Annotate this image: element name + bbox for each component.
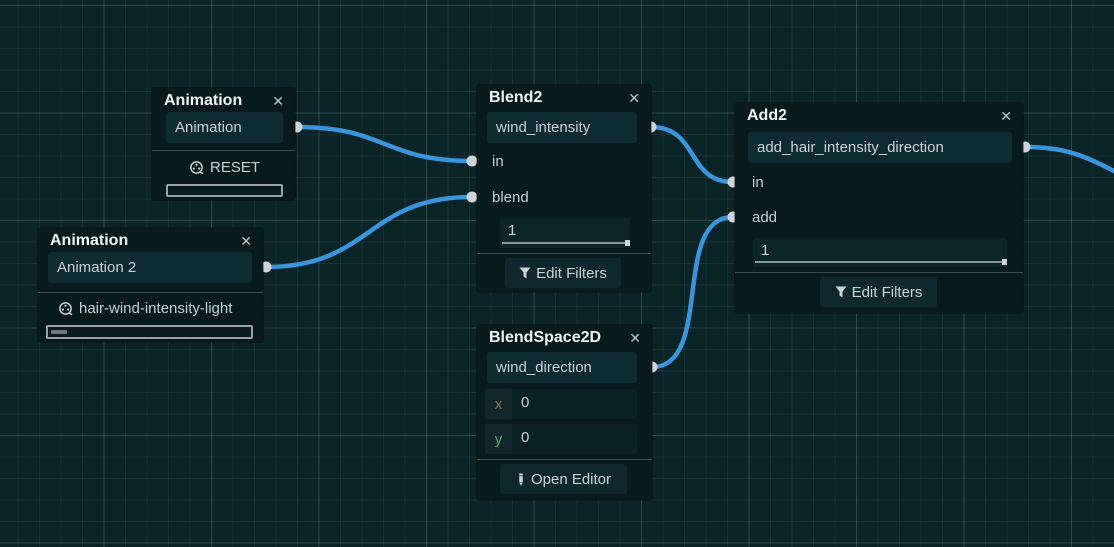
x-axis-label: x: [494, 395, 503, 413]
node-add2[interactable]: Add2 ✕ in add 1 Edit Filters: [735, 103, 1023, 313]
input-slot-in: in: [492, 149, 504, 173]
film-icon: [58, 301, 73, 316]
wire-blendspace2d-to-add2-add: [649, 214, 736, 370]
node-title: Animation: [50, 232, 129, 249]
input-slot-label: blend: [492, 188, 529, 206]
edit-filters-label: Edit Filters: [536, 264, 607, 282]
wire-blend2-to-add2-in: [648, 124, 736, 185]
node-animation-1[interactable]: Animation ✕ RESET: [152, 88, 295, 200]
node-titlebar[interactable]: Animation ✕: [38, 228, 263, 254]
wire-add2-output: [1022, 144, 1114, 174]
animation-resource-label: RESET: [209, 158, 260, 176]
x-axis-chip: x: [485, 389, 512, 419]
slider-track[interactable]: [755, 261, 1005, 263]
animation-resource-label: hair-wind-intensity-light: [79, 299, 233, 317]
y-value: 0: [521, 429, 530, 446]
animation-name-input[interactable]: [166, 112, 283, 143]
animation-progress-bar: [46, 325, 253, 339]
node-titlebar[interactable]: BlendSpace2D ✕: [477, 325, 652, 351]
y-axis-label: y: [494, 430, 503, 448]
animation-progress-bar: [166, 184, 283, 197]
slider-handle[interactable]: [625, 240, 630, 246]
open-editor-button[interactable]: Open Editor: [500, 464, 627, 494]
y-value-field[interactable]: 0: [512, 424, 637, 454]
close-icon[interactable]: ✕: [1000, 108, 1012, 124]
progress-fill: [51, 330, 68, 334]
input-slot-label: in: [492, 152, 504, 170]
wire-animation2-to-blend2-blend: [263, 194, 475, 270]
input-slot-label: add: [752, 208, 778, 226]
blendspace2d-name-input[interactable]: [487, 352, 637, 383]
input-slot-blend: blend: [492, 185, 529, 209]
node-title: Blend2: [489, 89, 543, 106]
divider: [38, 292, 263, 293]
divider: [735, 272, 1023, 273]
filter-icon: [835, 286, 847, 298]
edit-filters-button[interactable]: Edit Filters: [505, 258, 621, 288]
input-slot-label: in: [752, 173, 764, 191]
divider: [152, 150, 295, 151]
divider: [477, 459, 652, 460]
animation-resource-row[interactable]: hair-wind-intensity-light: [58, 297, 232, 319]
port-blend2-in[interactable]: [466, 155, 478, 167]
node-title: BlendSpace2D: [489, 329, 602, 346]
y-axis-chip: y: [485, 424, 512, 454]
node-animation-2[interactable]: Animation ✕ hair-wind-intensity-light: [38, 228, 263, 342]
slider-handle[interactable]: [1002, 259, 1007, 265]
add2-name-input[interactable]: [748, 132, 1012, 163]
node-blend2[interactable]: Blend2 ✕ in blend 1 Edit Filters: [477, 85, 651, 292]
node-titlebar[interactable]: Add2 ✕: [735, 103, 1023, 129]
close-icon[interactable]: ✕: [629, 330, 641, 346]
blend-amount-spinner[interactable]: 1: [500, 218, 630, 248]
node-blendspace2d[interactable]: BlendSpace2D ✕ x 0 y 0 Open Editor: [477, 325, 652, 500]
open-editor-label: Open Editor: [530, 470, 612, 488]
slider-track[interactable]: [502, 242, 628, 244]
blend2-name-input[interactable]: [487, 112, 637, 143]
node-title: Add2: [747, 107, 787, 124]
add-amount-value: 1: [761, 242, 770, 259]
input-slot-in: in: [752, 170, 764, 194]
add-amount-spinner[interactable]: 1: [753, 238, 1007, 267]
node-titlebar[interactable]: Blend2 ✕: [477, 85, 651, 111]
divider: [477, 253, 651, 254]
input-slot-add: add: [752, 205, 777, 229]
film-icon: [189, 160, 204, 175]
x-value: 0: [521, 394, 530, 411]
animation-resource-row[interactable]: RESET: [166, 156, 283, 178]
x-value-field[interactable]: 0: [512, 389, 637, 419]
close-icon[interactable]: ✕: [272, 93, 284, 109]
node-titlebar[interactable]: Animation ✕: [152, 88, 295, 114]
edit-filters-label: Edit Filters: [851, 283, 923, 301]
blend-amount-value: 1: [508, 222, 517, 239]
node-title: Animation: [164, 92, 243, 109]
wire-animation1-to-blend2-in: [294, 124, 475, 164]
pencil-icon: [516, 473, 526, 486]
edit-filters-button[interactable]: Edit Filters: [820, 277, 937, 307]
filter-icon: [519, 267, 531, 279]
close-icon[interactable]: ✕: [628, 90, 640, 106]
close-icon[interactable]: ✕: [240, 233, 252, 249]
port-blend2-blend[interactable]: [466, 191, 478, 203]
animation-name-input[interactable]: [48, 252, 252, 283]
